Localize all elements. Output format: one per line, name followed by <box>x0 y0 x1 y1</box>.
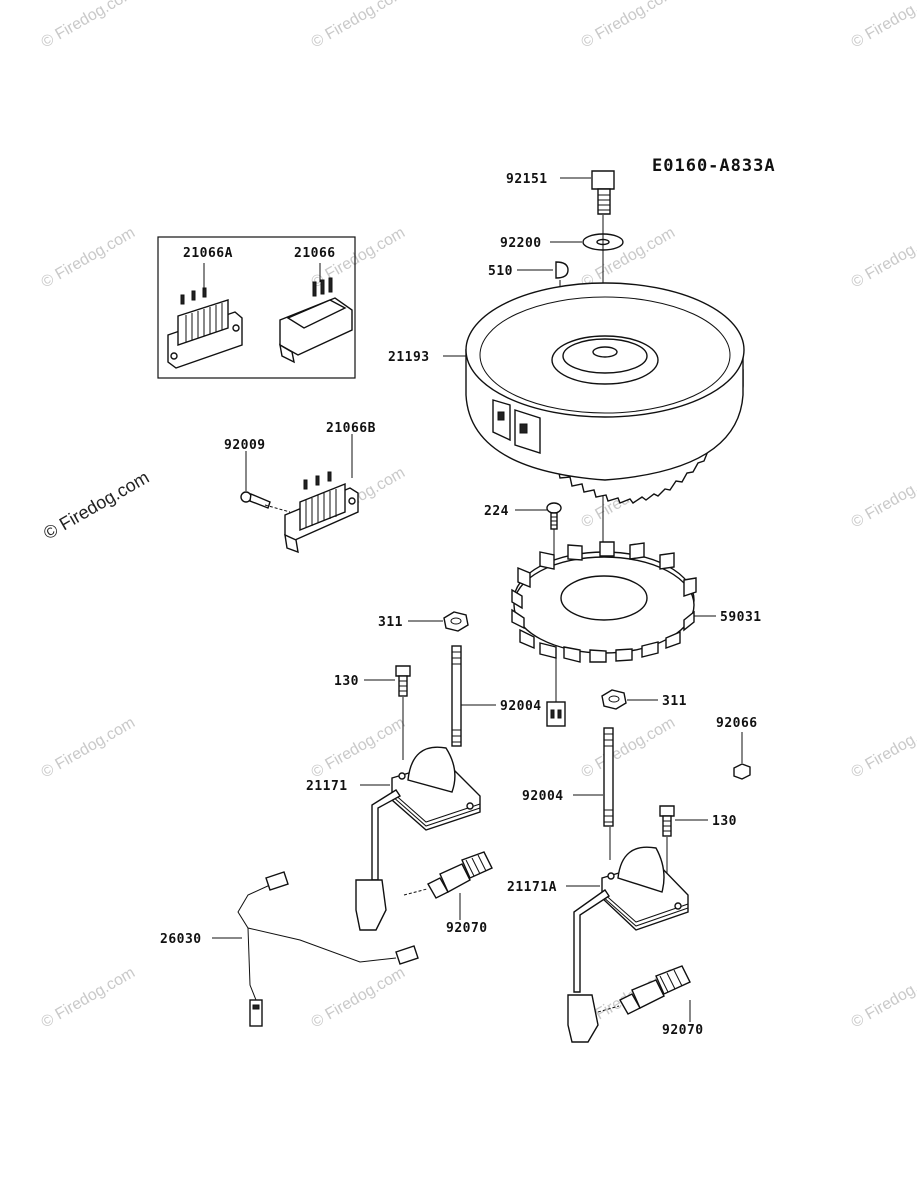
key-510[interactable] <box>555 261 569 279</box>
screw-224[interactable] <box>546 502 562 530</box>
watermark: © Firedog.com <box>579 0 679 51</box>
nut-311-right[interactable] <box>601 689 627 710</box>
label-92200: 92200 <box>500 236 542 251</box>
watermark: © Firedog.com <box>849 714 917 781</box>
nut-311-left[interactable] <box>443 611 469 632</box>
label-59031: 59031 <box>720 610 762 625</box>
watermark: © Firedog.com <box>849 0 917 51</box>
regulator-options-box <box>157 236 356 379</box>
watermark: © Firedog.com <box>39 714 139 781</box>
stator-59031[interactable] <box>511 541 697 663</box>
regulator-21066A[interactable] <box>167 287 243 369</box>
spark-plug-92070-right[interactable] <box>619 965 691 1015</box>
bolt-130-left[interactable] <box>395 665 411 697</box>
regulator-21066[interactable] <box>279 277 353 364</box>
watermark: © Firedog.com <box>849 224 917 291</box>
watermark: © Firedog.com <box>309 0 409 51</box>
stator-connector[interactable] <box>546 658 566 727</box>
ignition-coil-21171A[interactable] <box>567 846 689 1043</box>
watermark: © Firedog.com <box>579 714 679 781</box>
label-224: 224 <box>484 504 509 519</box>
bolt-92151[interactable] <box>591 170 615 215</box>
label-21066: 21066 <box>294 246 336 261</box>
label-92066: 92066 <box>716 716 758 731</box>
label-26030: 26030 <box>160 932 202 947</box>
watermark: © Firedog.com <box>849 964 917 1031</box>
label-21193: 21193 <box>388 350 430 365</box>
watermark: © Firedog.com <box>39 224 139 291</box>
label-130-left: 130 <box>334 674 359 689</box>
label-21171: 21171 <box>306 779 348 794</box>
stud-92004-left[interactable] <box>451 645 462 747</box>
label-311-right: 311 <box>662 694 687 709</box>
label-92009: 92009 <box>224 438 266 453</box>
ignition-coil-21171[interactable] <box>355 746 481 931</box>
label-92070-left: 92070 <box>446 921 488 936</box>
watermark: © Firedog.com <box>309 714 409 781</box>
label-92070-right: 92070 <box>662 1023 704 1038</box>
label-311-left: 311 <box>378 615 403 630</box>
label-92004-right: 92004 <box>522 789 564 804</box>
watermark: © Firedog.com <box>849 464 917 531</box>
label-21066A: 21066A <box>183 246 233 261</box>
label-130-right: 130 <box>712 814 737 829</box>
stud-92004-right[interactable] <box>603 727 614 827</box>
spark-plug-92070-left[interactable] <box>427 851 493 899</box>
label-21066B: 21066B <box>326 421 376 436</box>
watermark-main: © Firedog.com <box>40 467 152 543</box>
regulator-21066B[interactable] <box>284 471 359 554</box>
watermark: © Firedog.com <box>39 0 139 51</box>
watermark: © Firedog.com <box>39 964 139 1031</box>
label-510: 510 <box>488 264 513 279</box>
label-92004-left: 92004 <box>500 699 542 714</box>
screw-92009[interactable] <box>240 491 271 509</box>
diagram-code: E0160-A833A <box>652 156 776 176</box>
watermark: © Firedog.com <box>309 964 409 1031</box>
label-92151: 92151 <box>506 172 548 187</box>
flywheel-21193[interactable] <box>465 282 745 504</box>
nut-92066[interactable] <box>733 763 751 780</box>
bolt-130-right[interactable] <box>659 805 675 837</box>
label-21171A: 21171A <box>507 880 557 895</box>
watermarks: © Firedog.com © Firedog.com © Firedog.co… <box>39 0 917 1031</box>
wire-harness-26030[interactable] <box>237 871 419 1027</box>
